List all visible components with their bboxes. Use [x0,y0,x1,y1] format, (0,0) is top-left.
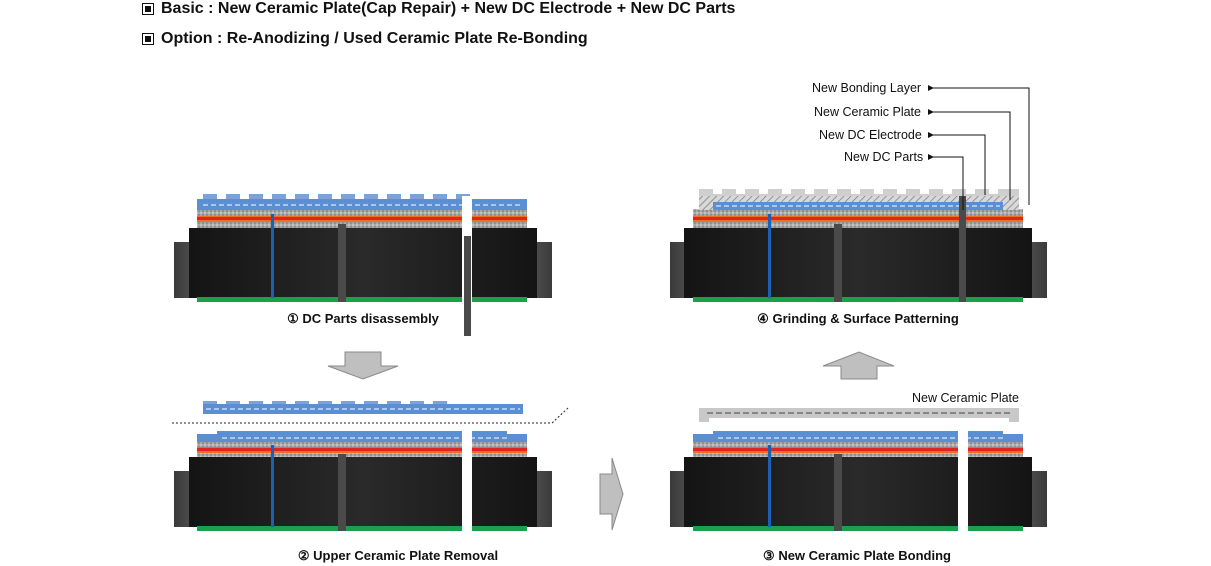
option-header: Option : Re-Anodizing / Used Ceramic Pla… [142,30,588,48]
callout-bonding-layer: New Bonding Layer [812,81,922,95]
basic-header-text: Basic : New Ceramic Plate(Cap Repair) + … [161,0,736,17]
step3-caption: ③ New Ceramic Plate Bonding [763,548,951,563]
chuck-step4 [670,189,1047,302]
callout-dc-parts: New DC Parts [844,150,924,164]
callout-leaders [928,85,1030,210]
step1-caption: ① DC Parts disassembly [287,311,439,326]
step4-caption: ④ Grinding & Surface Patterning [757,311,959,326]
square-bullet-icon [142,33,154,45]
basic-header: Basic : New Ceramic Plate(Cap Repair) + … [142,0,735,18]
step2-caption: ② Upper Ceramic Plate Removal [297,548,499,563]
chuck-step3 [670,408,1047,532]
arrow-right-icon [599,457,624,531]
arrow-up-icon [822,351,895,380]
square-bullet-icon [142,3,154,15]
chuck-step1 [174,194,552,336]
callout-step3-plate: New Ceramic Plate [912,391,1019,405]
callout-dc-electrode: New DC Electrode [819,128,922,142]
option-header-text: Option : Re-Anodizing / Used Ceramic Pla… [161,30,588,47]
arrow-down-icon [327,351,399,380]
chuck-step2 [172,401,569,532]
callout-ceramic-plate: New Ceramic Plate [814,105,921,119]
